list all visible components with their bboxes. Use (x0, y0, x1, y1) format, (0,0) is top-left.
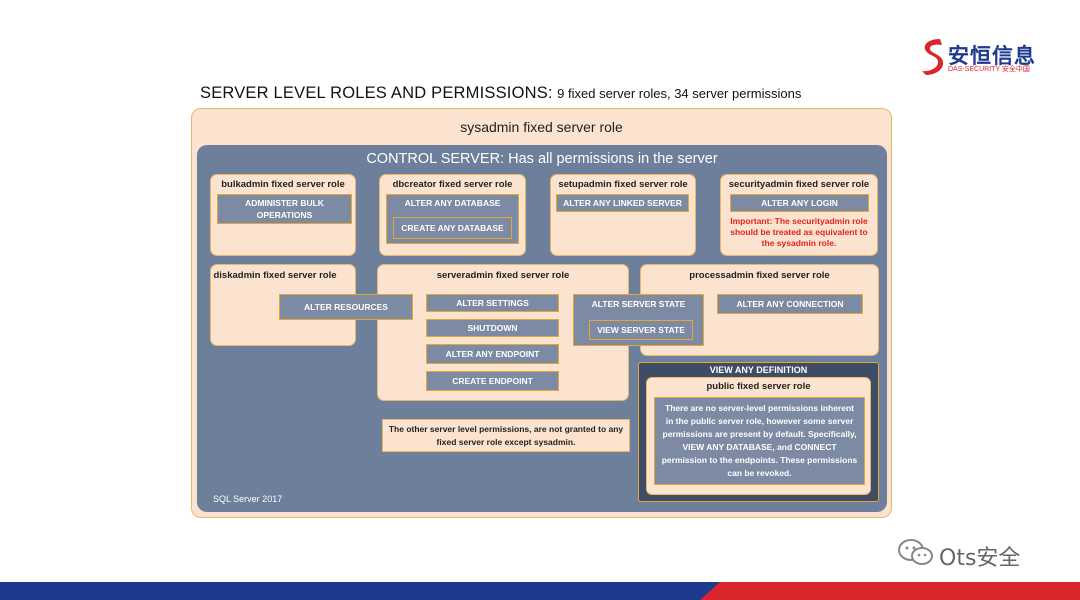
logo-name-en: DAS-SECURITY 安全中国 (948, 66, 1030, 73)
page-title: SERVER LEVEL ROLES AND PERMISSIONS: 9 fi… (200, 84, 801, 103)
securityadmin-warning: Important: The securityadmin role should… (730, 216, 868, 248)
perm-alter-any-linked-server: ALTER ANY LINKED SERVER (556, 194, 689, 212)
perm-alter-any-connection: ALTER ANY CONNECTION (717, 294, 863, 314)
setupadmin-role-box (550, 174, 696, 256)
setupadmin-role-label: setupadmin fixed server role (558, 179, 688, 190)
perm-alter-any-login: ALTER ANY LOGIN (730, 194, 869, 212)
public-role-label: public fixed server role (706, 381, 811, 392)
title-main: SERVER LEVEL ROLES AND PERMISSIONS: (200, 84, 553, 102)
perm-alter-resources: ALTER RESOURCES (279, 294, 413, 320)
footer-bar-blue (0, 582, 720, 600)
perm-create-any-database: CREATE ANY DATABASE (393, 217, 512, 239)
wechat-icon (898, 539, 933, 565)
watermark-text: Ots安全 (939, 546, 1021, 571)
logo-name-cn: 安恒信息 (948, 44, 1036, 68)
sysadmin-role-label: sysadmin fixed server role (460, 119, 623, 135)
perm-alter-any-endpoint: ALTER ANY ENDPOINT (426, 344, 559, 364)
serveradmin-role-label: serveradmin fixed server role (436, 270, 570, 281)
company-logo: 安恒信息 DAS-SECURITY 安全中国 (918, 36, 1038, 80)
control-server-label: CONTROL SERVER: Has all permissions in t… (366, 151, 718, 167)
public-role-description: There are no server-level permissions in… (654, 397, 865, 485)
diskadmin-role-label: diskadmin fixed server role (213, 270, 337, 281)
view-any-definition-label: VIEW ANY DEFINITION (709, 365, 808, 375)
perm-administer-bulk-operations: ADMINISTER BULK OPERATIONS (217, 194, 352, 224)
dbcreator-role-label: dbcreator fixed server role (392, 179, 513, 190)
securityadmin-role-label: securityadmin fixed server role (728, 179, 870, 190)
processadmin-role-label: processadmin fixed server role (689, 270, 830, 281)
securityadmin-role-box (720, 174, 878, 256)
bulkadmin-role-label: bulkadmin fixed server role (221, 179, 345, 190)
perm-create-endpoint: CREATE ENDPOINT (426, 371, 559, 391)
version-label: SQL Server 2017 (213, 494, 283, 504)
perm-view-server-state: VIEW SERVER STATE (589, 320, 693, 340)
perm-alter-settings: ALTER SETTINGS (426, 294, 559, 312)
title-sub: 9 fixed server roles, 34 server permissi… (557, 86, 802, 101)
perm-shutdown: SHUTDOWN (426, 319, 559, 337)
other-permissions-note: The other server level permissions, are … (382, 419, 630, 452)
logo-mark-icon (922, 39, 944, 75)
footer-bar-red (700, 582, 1080, 600)
